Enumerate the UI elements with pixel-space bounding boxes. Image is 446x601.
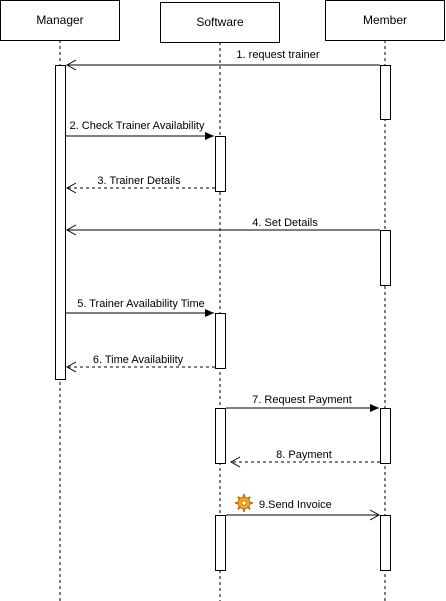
message-2-label: 2. Check Trainer Availability	[70, 120, 205, 132]
participant-member[interactable]: Member	[325, 0, 445, 41]
message-7-label: 7. Request Payment	[252, 394, 352, 406]
message-1-label: 1. request trainer	[236, 49, 319, 61]
participant-member-label: Member	[363, 13, 407, 27]
message-3[interactable]: 3. Trainer Details	[65, 175, 215, 194]
participant-software-label: Software	[196, 15, 244, 29]
activation-software-3	[215, 408, 226, 464]
activation-manager	[55, 65, 66, 380]
activation-member-1	[380, 65, 391, 120]
activation-software-4	[215, 515, 226, 571]
activation-member-4	[380, 515, 391, 571]
message-5-label: 5. Trainer Availability Time	[77, 298, 205, 310]
activation-member-2	[380, 230, 391, 286]
participant-software[interactable]: Software	[160, 2, 280, 43]
message-6-label: 6. Time Availability	[93, 354, 184, 366]
message-9[interactable]: 9.Send Invoice	[226, 493, 381, 521]
message-7[interactable]: 7. Request Payment	[226, 394, 379, 412]
message-5[interactable]: 5. Trainer Availability Time	[66, 298, 214, 317]
activation-software-2	[215, 313, 226, 369]
gear-icon	[234, 493, 254, 513]
message-2[interactable]: 2. Check Trainer Availability	[66, 120, 214, 140]
participant-manager-label: Manager	[36, 13, 83, 27]
message-6[interactable]: 6. Time Availability	[65, 354, 215, 373]
message-4[interactable]: 4. Set Details	[65, 217, 380, 236]
message-3-label: 3. Trainer Details	[97, 175, 181, 187]
participant-manager[interactable]: Manager	[0, 0, 120, 41]
message-1[interactable]: 1. request trainer	[65, 49, 380, 71]
activation-member-3	[380, 408, 391, 464]
message-4-label: 4. Set Details	[252, 217, 318, 229]
message-8-label: 8. Payment	[276, 449, 332, 461]
message-8[interactable]: 8. Payment	[229, 449, 380, 468]
message-9-label: 9.Send Invoice	[259, 499, 332, 511]
activation-software-1	[215, 136, 226, 192]
